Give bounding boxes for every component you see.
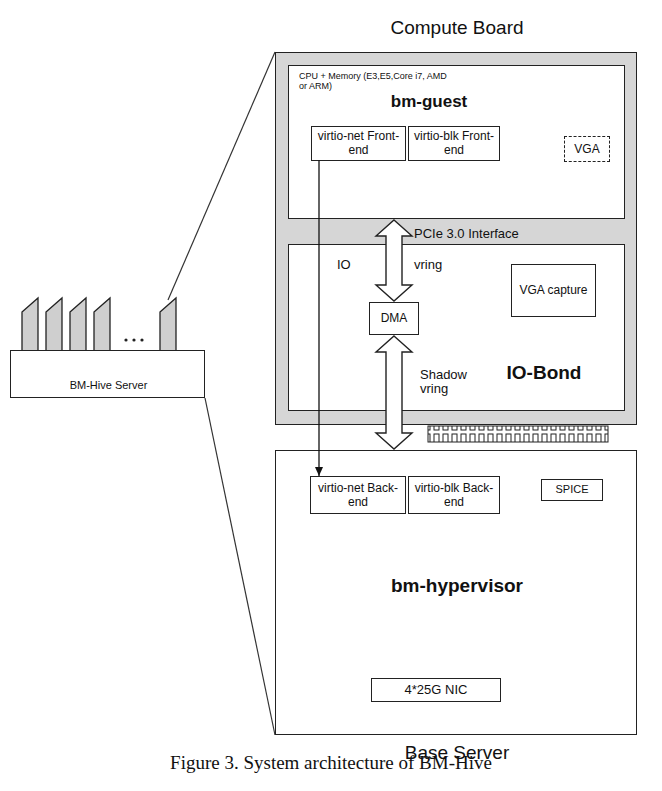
node-text: Compute Board xyxy=(276,17,638,40)
text-holder: Compute Board xyxy=(276,17,638,40)
channel-label: vring xyxy=(414,257,464,273)
vga-capture-box: VGA capture xyxy=(511,264,596,317)
node-text: virtio-net Back-end xyxy=(311,481,405,510)
node-text: virtio-blk Back-end xyxy=(409,481,499,510)
bm-guest-box: CPU + Memory (E3,E5,Core i7, AMD or ARM)… xyxy=(288,65,625,219)
node-text: VGA capture xyxy=(516,283,590,297)
text-holder: IO-Bond xyxy=(479,362,609,385)
channel-label: IO xyxy=(337,257,361,273)
text-holder: vring xyxy=(414,257,464,273)
frontend-box: virtio-net Front-end xyxy=(311,126,406,161)
node-text: CPU + Memory (E3,E5,Core i7, AMD or ARM) xyxy=(299,71,449,92)
data-path-arrow xyxy=(318,161,319,477)
node-text: bm-hypervisor xyxy=(276,575,638,598)
backend-box: virtio-blk Back-end xyxy=(408,476,500,514)
figure-caption: Figure 3. System architecture of BM-Hive xyxy=(0,752,662,774)
text-holder: bm-guest xyxy=(349,92,509,112)
node-text: SPICE xyxy=(552,483,591,496)
backend-box: virtio-net Back-end xyxy=(310,476,406,514)
base-server: bm-hypervisorBase Servervirtio-net Back-… xyxy=(275,450,637,735)
text-holder: Shadow vring xyxy=(420,368,480,397)
spice-box: SPICE xyxy=(541,479,603,501)
text-holder: PCIe 3.0 Interface xyxy=(414,226,564,242)
server-base: BM-Hive Server xyxy=(10,350,205,398)
nic-box: 4*25G NIC xyxy=(371,678,501,702)
node-text: VGA xyxy=(571,142,602,156)
node-text: DMA xyxy=(378,311,411,325)
node-text: virtio-net Front-end xyxy=(312,129,405,158)
text-holder: CPU + Memory (E3,E5,Core i7, AMD or ARM) xyxy=(299,71,449,92)
node-text: virtio-blk Front-end xyxy=(409,129,499,158)
text-holder: Figure 3. System architecture of BM-Hive xyxy=(0,752,662,774)
node-text: IO-Bond xyxy=(479,362,609,385)
text-holder: IO xyxy=(337,257,361,273)
node-text: 4*25G NIC xyxy=(402,682,471,698)
channel-label: Shadow vring xyxy=(420,368,480,397)
node-text: bm-guest xyxy=(349,92,509,112)
dma-box: DMA xyxy=(369,302,419,335)
node-text: BM-Hive Server xyxy=(11,379,206,392)
interface-label: PCIe 3.0 Interface xyxy=(414,226,564,242)
bus-arrow xyxy=(376,220,412,301)
text-holder: bm-hypervisor xyxy=(276,575,638,598)
text-holder: BM-Hive Server xyxy=(11,379,206,392)
frontend-box: virtio-blk Front-end xyxy=(408,126,500,161)
vga-box: VGA xyxy=(564,136,610,162)
bus-arrow xyxy=(376,336,412,449)
